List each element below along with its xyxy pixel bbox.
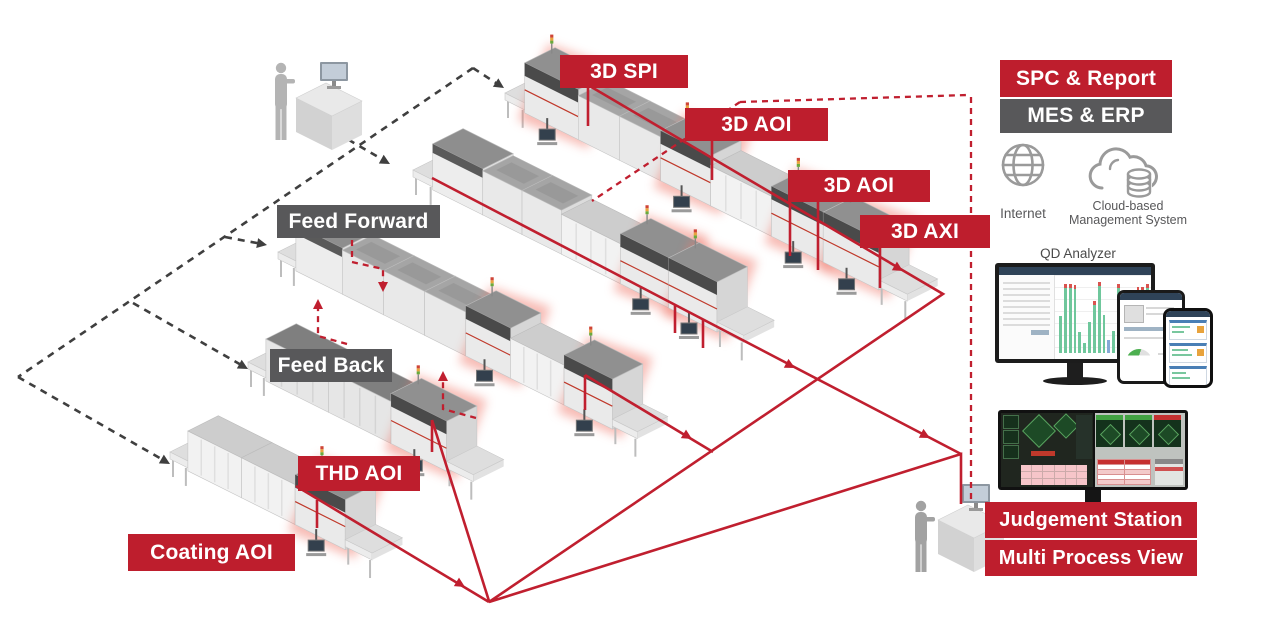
qd-filter-panel: [999, 275, 1055, 359]
gauge-widget: [1126, 349, 1152, 362]
internet-caption: Internet: [1000, 206, 1046, 221]
badge-judgement-station: Judgement Station: [985, 502, 1197, 538]
badge-coating-aoi: Coating AOI: [128, 534, 295, 571]
machine-photo-thumbnail: [1124, 305, 1144, 323]
badge-multi-process-view: Multi Process View: [985, 540, 1197, 576]
badge-thd-aoi: THD AOI: [298, 456, 420, 491]
cloud-caption-line1: Cloud-based: [1092, 199, 1164, 213]
internet-globe-icon: [1001, 143, 1045, 187]
judgement-screen-right: [1095, 413, 1185, 487]
qd-screen-header: [999, 267, 1151, 275]
dual-monitor-stand: [1085, 488, 1101, 504]
badge-3d-aoi-1: 3D AOI: [685, 108, 828, 141]
badge-spc-report: SPC & Report: [1000, 60, 1172, 97]
cloud-caption: Cloud-based Management System: [1052, 199, 1204, 228]
cloud-database-icon: [1088, 147, 1158, 198]
qd-analyzer-caption: QD Analyzer: [1040, 246, 1116, 261]
qd-analyzer-phone: [1163, 308, 1213, 388]
judgement-dual-monitor: [998, 410, 1188, 490]
badge-3d-axi: 3D AXI: [860, 215, 990, 248]
judgement-screen-left: [1001, 413, 1093, 487]
badge-3d-spi: 3D SPI: [560, 55, 688, 88]
badge-feed-forward: Feed Forward: [277, 205, 440, 238]
qd-monitor-stand: [1067, 361, 1083, 379]
cloud-caption-line2: Management System: [1068, 213, 1188, 228]
badge-mes-erp: MES & ERP: [1000, 99, 1172, 133]
badge-feed-back: Feed Back: [270, 349, 392, 382]
qd-monitor-base: [1043, 377, 1107, 385]
badge-3d-aoi-2: 3D AOI: [788, 170, 930, 202]
